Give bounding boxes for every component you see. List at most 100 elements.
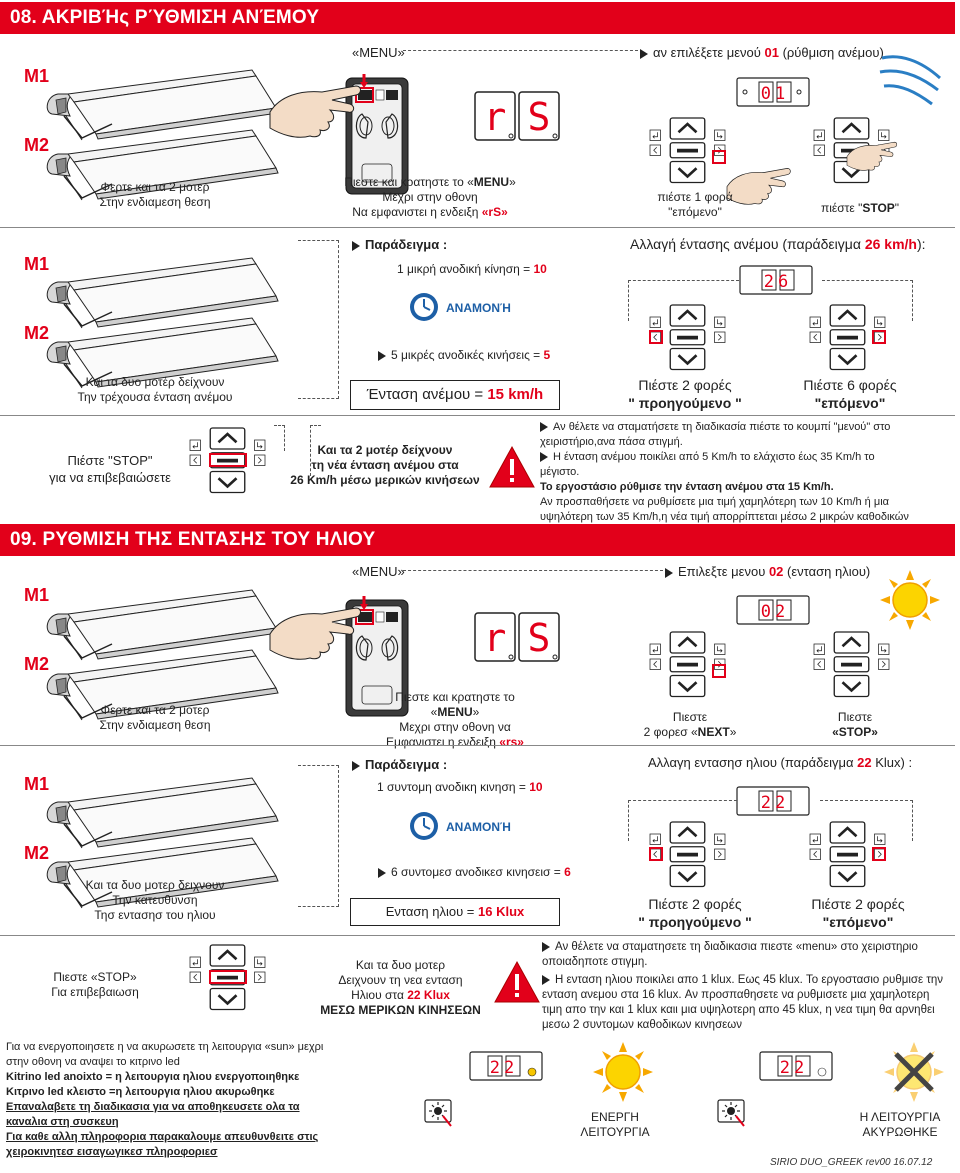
m1-label: M1 — [24, 585, 50, 605]
clock-icon — [409, 811, 439, 841]
sun-button-icon[interactable] — [717, 1099, 748, 1128]
display-rs-left: r — [484, 616, 507, 660]
control-pad-stop[interactable] — [188, 943, 270, 1015]
press-six-next: Πιέστε 6 φορές"επόμενο" — [803, 377, 897, 411]
divider — [0, 227, 955, 228]
warning-icon — [494, 961, 540, 1003]
display-22: 22 — [759, 1051, 833, 1081]
sun-active-icon — [592, 1041, 654, 1103]
sun-intensity-box: Ενταση ηλιου = 16 Klux — [350, 898, 560, 926]
control-pad-stop[interactable] — [188, 426, 270, 498]
awning-m1-illustration — [46, 257, 279, 329]
control-pad-prev[interactable] — [648, 303, 730, 375]
control-pad-next[interactable] — [648, 116, 791, 205]
dashed-connector — [822, 280, 913, 321]
awning-m2-illustration — [46, 317, 279, 389]
change-wind-label: Αλλαγή έντασης ανέμου (παράδειγμα 26 km/… — [630, 236, 926, 252]
dashed-connector — [298, 240, 339, 399]
menu-choice: αν επιλέξετε μενού 01 (ρύθμιση ανέμου) — [640, 45, 884, 60]
m2-label: M2 — [24, 843, 50, 863]
dashed-connector — [310, 425, 321, 476]
dashed-connector — [628, 280, 739, 321]
move-up-1: 1 μικρή ανοδική κίνηση = 10 — [397, 262, 547, 276]
menu-label: «MENU» — [352, 45, 405, 60]
awning-m1-illustration — [46, 777, 279, 849]
divider — [0, 935, 955, 936]
sun-button-icon[interactable] — [424, 1099, 455, 1128]
example-label: Παράδειγμα : — [352, 757, 447, 772]
press-once-caption: πιέστε 1 φορά"επόμενο" — [657, 190, 733, 219]
control-pad-stop[interactable] — [812, 116, 898, 188]
display-rs: r S — [474, 612, 560, 662]
press-stop-caption: Πιεστε«STOP» — [832, 710, 878, 739]
press-twice-prev: Πιέστε 2 φορές" προηγούμενο " — [638, 896, 752, 930]
display-rs-right: S — [528, 616, 551, 660]
wind-icon — [879, 55, 942, 106]
clock-icon — [409, 292, 439, 322]
section-08-title: 08. ΑΚΡΙΒΉς ΡΎΘΜΙΣΗ ΑΝΈΜΟΥ — [0, 2, 955, 34]
control-pad-next[interactable] — [808, 303, 890, 375]
m2-label: M2 — [24, 135, 50, 155]
display-rs-right: S — [528, 95, 551, 139]
dashed-connector — [274, 425, 285, 451]
display-22: 22 — [736, 786, 810, 816]
confirm-caption: Πιεστε «STOP»Για επιβεβαιωση — [51, 970, 139, 999]
menu-label: «MENU» — [352, 564, 405, 579]
control-pad-next[interactable] — [648, 630, 780, 702]
press-next-caption: Πιεστε 2 φορεσ «NEXT» — [643, 710, 737, 739]
sun-notes: Αν θέλετε να σταματησετε τη διαδικασια π… — [542, 941, 944, 1031]
change-sun-label: Αλλαγη εντασησ ηλιου (παράδειγμα 22 Klux… — [648, 755, 913, 770]
dashed-connector — [628, 800, 737, 841]
control-pad-stop[interactable] — [812, 630, 894, 702]
control-pad-next[interactable] — [808, 820, 890, 892]
svg-text:22: 22 — [761, 793, 789, 813]
awning-m1-illustration — [46, 69, 279, 141]
move-up-1: 1 συντομη ανοδικη κινηση = 10 — [377, 780, 543, 794]
wait-label: ΑΝΑΜΟΝΉ — [446, 820, 511, 834]
wind-notes: Αν θέλετε να σταματήσετε τη διαδικασία π… — [540, 421, 909, 538]
dashed-connector — [820, 800, 913, 841]
example-label: Παράδειγμα : — [352, 237, 447, 252]
display-rs: r S — [474, 91, 560, 141]
press-twice-prev: Πιέστε 2 φορές" προηγούμενο " — [628, 377, 742, 411]
awning-m2-illustration — [46, 649, 279, 721]
warning-icon — [489, 446, 535, 488]
dashed-connector — [298, 765, 339, 907]
m2-label: M2 — [24, 654, 50, 674]
display-rs-left: r — [484, 95, 507, 139]
awning-m1-illustration — [46, 589, 279, 661]
sun-cancelled-icon — [883, 1041, 945, 1103]
remote-caption: Πιεστε και κρατηστε το «MENU» Μεχρι στην… — [344, 175, 516, 219]
control-pad-prev[interactable] — [648, 820, 730, 892]
m1-label: M1 — [24, 66, 50, 86]
hand-remote-illustration — [269, 72, 410, 196]
section-09-title: 09. ΡΥΘΜΙΣΗ ΤΗΣ ΕΝΤΑΣΗΣ ΤΟΥ ΗΛΙΟΥ — [0, 524, 955, 556]
dashed-connector — [403, 50, 638, 52]
divider — [0, 415, 955, 416]
display-02: 02 — [736, 595, 810, 625]
confirm-caption: Πιέστε "STOP"για να επιβεβαιώσετε — [49, 453, 171, 485]
display-01: 01 — [736, 77, 810, 107]
wind-intensity-box: Ένταση ανέμου = 15 km/h — [350, 380, 560, 410]
m1-label: M1 — [24, 254, 50, 274]
footer-revision: SIRIO DUO_GREEK rev00 16.07.12 — [770, 1157, 933, 1168]
wait-label: ΑΝΑΜΟΝΉ — [446, 301, 511, 315]
dashed-connector — [403, 570, 663, 571]
svg-text:02: 02 — [761, 602, 789, 622]
press-stop-caption: πιέστε "STOP" — [820, 201, 900, 215]
sun-mode-instructions: Για να ενεργοποιησετε η να ακυρωσετε τη … — [6, 1041, 324, 1158]
svg-text:01: 01 — [761, 84, 789, 104]
m2-label: M2 — [24, 323, 50, 343]
display-26: 26 — [739, 265, 813, 295]
menu-choice: Επιλεξτε μενου 02 (ενταση ηλιου) — [665, 564, 870, 579]
svg-text:26: 26 — [764, 272, 792, 292]
svg-text:22: 22 — [490, 1058, 518, 1078]
svg-text:22: 22 — [780, 1058, 808, 1078]
